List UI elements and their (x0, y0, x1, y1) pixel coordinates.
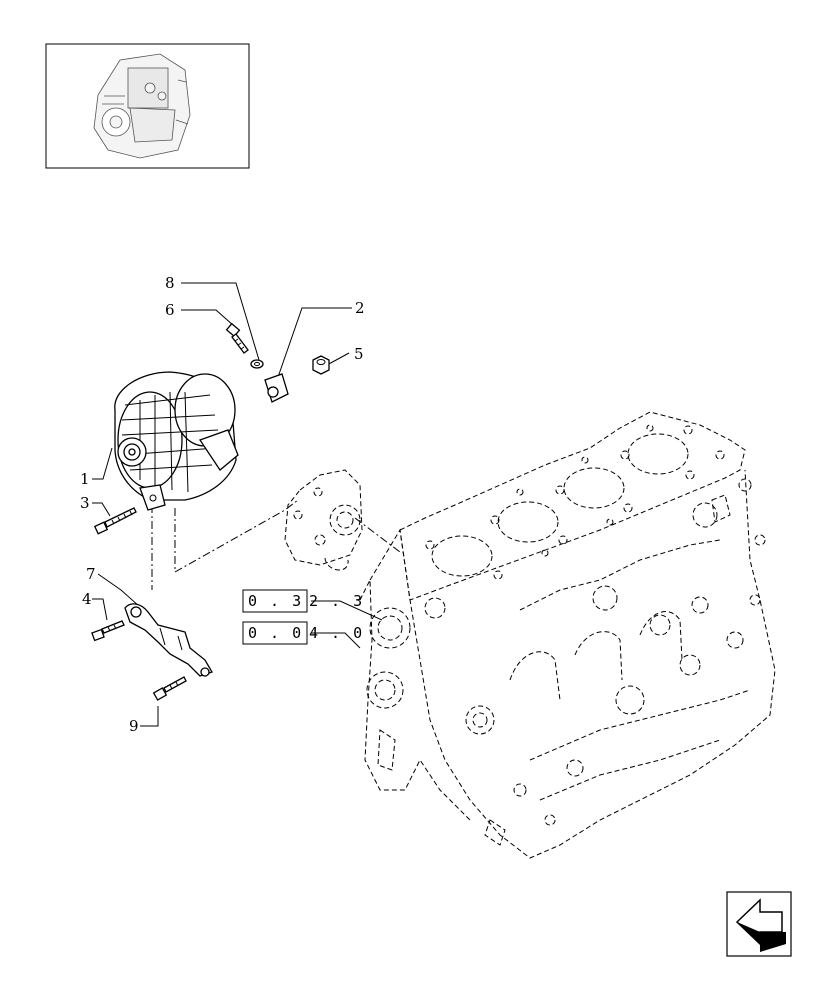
water-pump-housing (284, 469, 363, 571)
callout-1: 1 (80, 470, 90, 488)
callout-4: 4 (82, 590, 92, 608)
ref-b-tail-text: 4 . 0 (309, 624, 364, 642)
bolt-4[interactable] (91, 620, 125, 642)
alternator[interactable] (114, 371, 239, 511)
reference-0-0-4-0[interactable]: 0 . 0 4 . 0 (242, 621, 364, 645)
bolt-9[interactable] (152, 676, 187, 701)
callout-labels: 8 6 2 5 1 3 7 4 9 (80, 274, 365, 735)
callout-9: 9 (129, 717, 139, 735)
callout-2: 2 (355, 299, 365, 317)
washer-8[interactable] (250, 359, 264, 369)
ref-a-tail-text: 2 . 3 (309, 592, 364, 610)
callout-7: 7 (86, 565, 96, 583)
callout-5: 5 (354, 345, 364, 363)
bracket-7[interactable] (124, 603, 213, 677)
reference-0-3-2-3[interactable]: 0 . 3 2 . 3 (242, 589, 364, 613)
back-arrow-icon[interactable] (726, 891, 792, 957)
leader-lines (92, 282, 383, 727)
nut-5[interactable] (312, 355, 330, 375)
spacer-2[interactable] (264, 373, 289, 403)
engine-block (359, 411, 776, 859)
bolt-6[interactable] (225, 322, 249, 354)
callout-3: 3 (80, 494, 90, 512)
callout-8: 8 (165, 274, 175, 292)
callout-6: 6 (165, 301, 175, 319)
assembly-guides (151, 499, 401, 590)
bolt-3[interactable] (93, 507, 137, 535)
engine-thumbnail-icon[interactable] (45, 43, 250, 169)
ref-b-box-text: 0 . 0 (248, 624, 303, 642)
ref-a-box-text: 0 . 3 (248, 592, 303, 610)
